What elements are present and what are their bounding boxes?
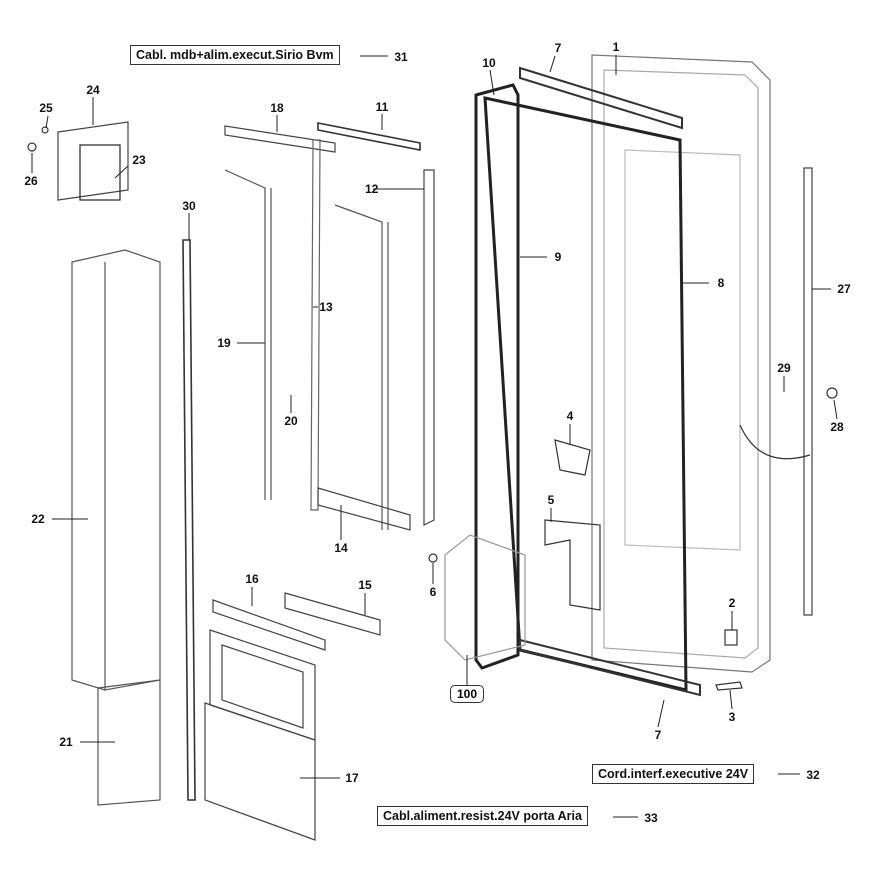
bar-18 <box>224 125 336 153</box>
part-label-29: 29 <box>777 361 791 375</box>
callout-33-label: Cabl.aliment.resist.24V porta Aria <box>377 806 588 826</box>
callout-32-label: Cord.interf.executive 24V <box>592 764 755 784</box>
part-label-30: 30 <box>182 199 196 213</box>
part-label-8: 8 <box>717 276 725 290</box>
panel-22 <box>71 249 161 691</box>
part-label-12: 12 <box>364 182 379 196</box>
part-label-22: 22 <box>31 512 45 526</box>
part-label-9: 9 <box>554 250 562 264</box>
profile-15 <box>284 592 381 636</box>
bracket-5 <box>544 519 601 611</box>
part-label-17: 17 <box>345 771 359 785</box>
part-label-2: 2 <box>728 596 736 610</box>
part-label-5: 5 <box>547 493 555 507</box>
gasket-frame <box>483 96 688 692</box>
part-label-21: 21 <box>59 735 73 749</box>
part-label-25: 25 <box>39 101 53 115</box>
door-frame <box>591 54 771 673</box>
part-label-13: 13 <box>319 300 333 314</box>
strip-30 <box>182 239 196 801</box>
top-profile <box>519 66 683 130</box>
box-100 <box>444 534 526 661</box>
profile-12 <box>423 169 435 526</box>
part-label-27: 27 <box>837 282 851 296</box>
part-label-20: 20 <box>284 414 298 428</box>
part-label-3: 3 <box>728 710 736 724</box>
part-label-11: 11 <box>375 100 389 114</box>
part-label-10: 10 <box>482 56 496 70</box>
part-label-14: 14 <box>334 541 348 555</box>
part-label-16: 16 <box>245 572 259 586</box>
part-label-23: 23 <box>132 153 146 167</box>
callout-31-number: 31 <box>394 50 408 64</box>
board-24 <box>57 121 129 201</box>
part-label-26: 26 <box>24 174 38 188</box>
profile-14 <box>317 487 411 531</box>
part-label-28: 28 <box>830 420 844 434</box>
callout-33-number: 33 <box>644 811 658 825</box>
part-label-4: 4 <box>566 409 574 423</box>
part-label-1: 1 <box>612 40 620 54</box>
rod-27 <box>803 167 813 616</box>
panel-21 <box>97 679 161 806</box>
part-label-7-top: 7 <box>554 41 562 55</box>
panel-17 <box>204 702 316 841</box>
part-label-18: 18 <box>270 101 284 115</box>
part-label-24: 24 <box>86 83 100 97</box>
part-label-7-bottom: 7 <box>654 728 662 742</box>
part-label-15: 15 <box>358 578 372 592</box>
heater-19 <box>224 169 272 500</box>
part-label-100: 100 <box>450 685 485 703</box>
gasket-10 <box>474 83 520 670</box>
part-label-19: 19 <box>217 336 231 350</box>
bracket-4 <box>554 439 591 476</box>
callout-32-number: 32 <box>806 768 820 782</box>
bar-11 <box>317 122 421 151</box>
part-label-6: 6 <box>429 585 437 599</box>
profile-16 <box>212 599 326 651</box>
callout-31-label: Cabl. mdb+alim.execut.Sirio Bvm <box>130 45 340 65</box>
tube-13 <box>310 139 321 511</box>
